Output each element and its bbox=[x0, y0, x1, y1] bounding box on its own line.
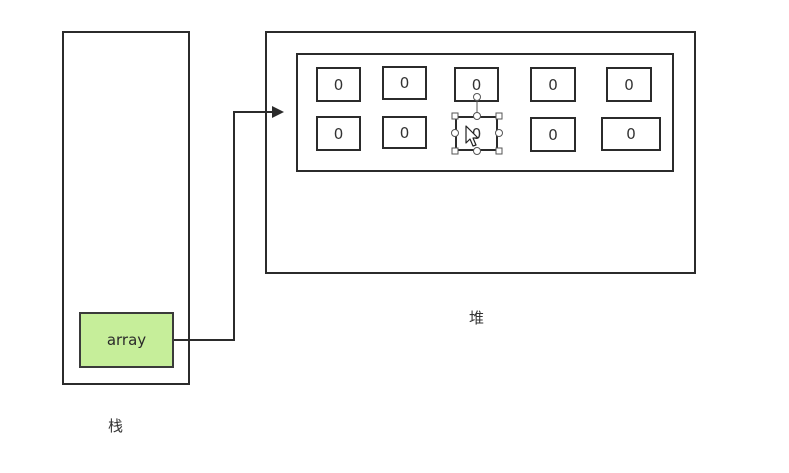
array-cell[interactable]: 0 bbox=[530, 117, 576, 152]
heap-label: 堆 bbox=[469, 309, 485, 327]
array-reference-box[interactable]: array bbox=[79, 312, 174, 368]
array-cell[interactable]: 0 bbox=[316, 116, 361, 151]
array-cell[interactable]: 0 bbox=[316, 67, 361, 102]
stack-label: 栈 bbox=[108, 417, 124, 435]
array-cell[interactable]: 0 bbox=[530, 67, 576, 102]
array-reference-label: array bbox=[106, 331, 147, 349]
array-cell[interactable]: 0 bbox=[382, 66, 427, 100]
array-cell-selected[interactable]: 0 bbox=[455, 116, 498, 151]
array-cell[interactable]: 0 bbox=[382, 116, 427, 149]
array-cell[interactable]: 0 bbox=[606, 67, 652, 102]
array-cell[interactable]: 0 bbox=[454, 67, 499, 102]
array-cell[interactable]: 0 bbox=[601, 117, 661, 151]
